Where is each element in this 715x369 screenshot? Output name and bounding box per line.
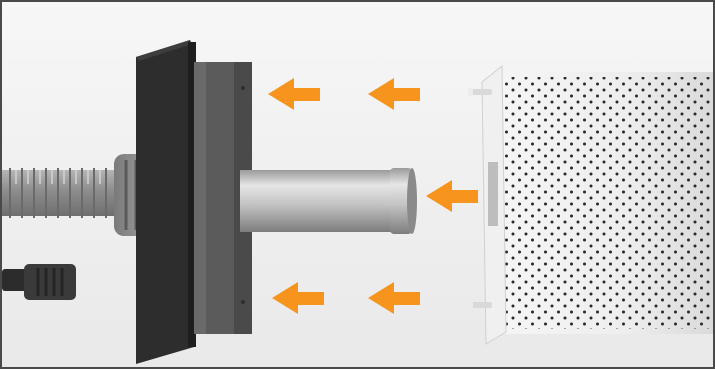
arrow-left-icon [272,282,324,314]
perforated-filter [468,66,713,344]
corrugated-hose [2,168,132,218]
usb-plug [2,264,76,300]
arrow-left-icon [268,78,320,110]
arrow-left-icon [426,180,478,212]
arrow-left-icon [368,282,420,314]
intake-pipe [240,168,417,234]
mounting-panel [136,40,196,364]
arrow-left-icon [368,78,420,110]
